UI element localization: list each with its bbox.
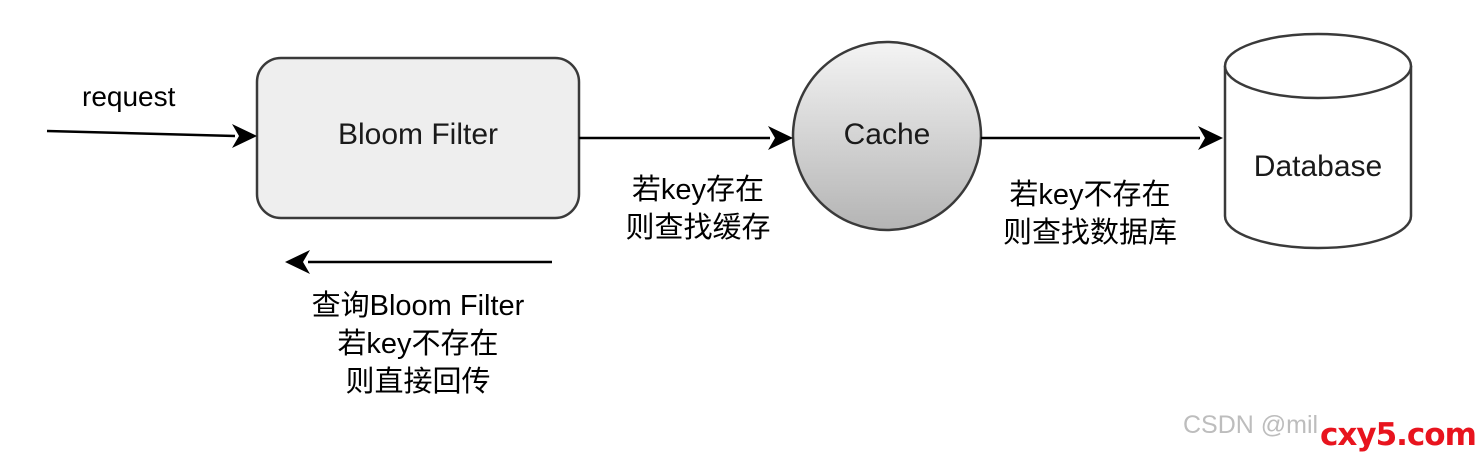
database-label: Database xyxy=(1253,150,1383,183)
cache-label: Cache xyxy=(843,118,931,151)
to-database-line-1: 若key不存在 xyxy=(1009,179,1171,211)
request-arrow xyxy=(46,124,257,148)
to-database-line-2: 则查找数据库 xyxy=(1002,217,1177,249)
return-line-1: 查询Bloom Filter xyxy=(311,290,525,322)
return-label: 查询Bloom Filter 若key不存在 则直接回传 xyxy=(278,287,558,401)
to-cache-line-2: 则查找缓存 xyxy=(625,212,771,244)
brand-watermark: cxy5.com xyxy=(1320,417,1476,453)
bloom-to-cache-arrow xyxy=(579,126,793,150)
database-node xyxy=(1223,32,1413,250)
to-database-label: 若key不存在 则查找数据库 xyxy=(980,176,1200,252)
return-line-2: 若key不存在 xyxy=(337,328,499,360)
request-label: request xyxy=(82,81,176,112)
cache-to-database-arrow xyxy=(981,126,1223,150)
csdn-watermark: CSDN @mil xyxy=(1183,411,1319,439)
cache-node xyxy=(791,40,983,232)
return-arrow xyxy=(285,250,552,274)
flow-diagram xyxy=(46,32,1413,274)
return-line-3: 则直接回传 xyxy=(345,366,491,398)
to-cache-label: 若key存在 则查找缓存 xyxy=(598,171,798,247)
bloom-filter-label: Bloom Filter xyxy=(337,118,499,151)
to-cache-line-1: 若key存在 xyxy=(631,174,765,206)
